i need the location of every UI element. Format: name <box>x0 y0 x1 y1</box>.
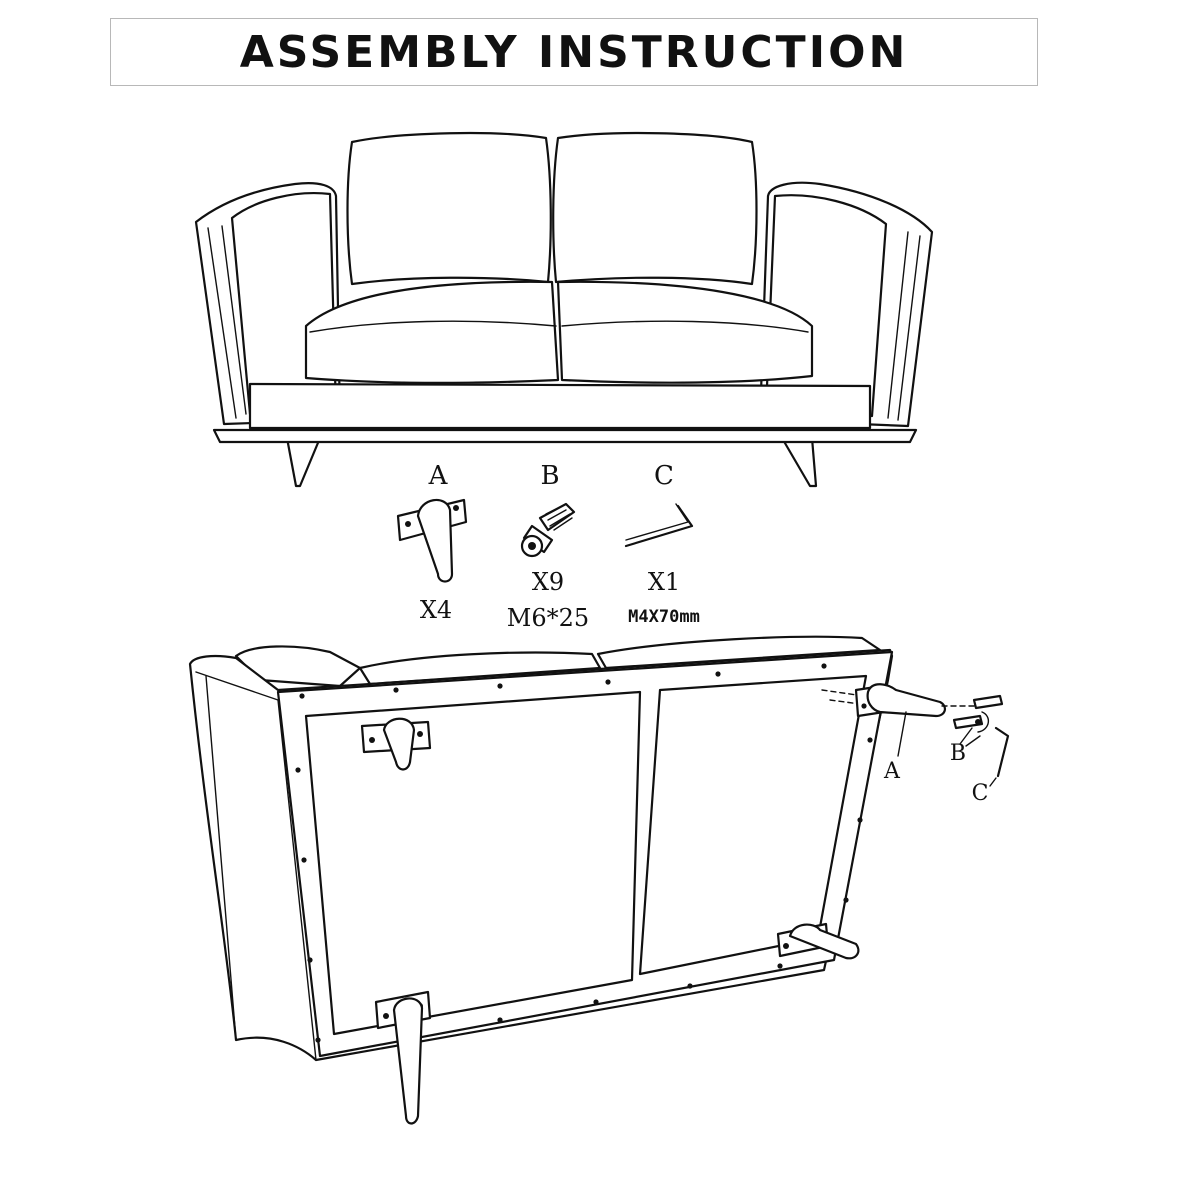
part-a-letter: A <box>428 461 449 491</box>
sofa-leg-right <box>780 436 818 488</box>
part-b-qty: X9 <box>532 568 564 596</box>
callout-a: A <box>883 759 901 784</box>
frame-screw-holes <box>295 663 873 1043</box>
sofa-base-rail <box>212 428 918 444</box>
sofa-front-view <box>194 131 934 488</box>
underside-panel-left <box>304 690 642 1036</box>
sofa-seat-base <box>248 382 872 430</box>
sofa-arm-left-panel <box>230 192 338 416</box>
part-c-spec: M4X70mm <box>628 607 700 627</box>
underside-cushion-right <box>596 635 882 670</box>
sofa-back-cushion-right <box>552 131 758 286</box>
installed-leg-right <box>776 922 860 960</box>
sofa-arm-right-panel <box>764 194 888 418</box>
sofa-leg-left <box>285 436 322 488</box>
title-box: ASSEMBLY INSTRUCTION <box>110 18 1038 86</box>
part-c-letter: C <box>654 461 674 491</box>
parts-list: A X4 B X9 M6*25 C X1 M4X70mm <box>396 461 700 632</box>
callout-c: C <box>972 781 989 806</box>
part-a-qty: X4 <box>420 596 452 624</box>
leg-part-icon <box>396 498 468 583</box>
page-title: ASSEMBLY INSTRUCTION <box>239 26 909 78</box>
exploded-leg-assembly <box>821 683 1010 787</box>
part-c-qty: X1 <box>648 568 680 596</box>
bolt-part-icon <box>520 502 576 558</box>
installed-leg-bottom-left <box>374 990 432 1125</box>
part-b-letter: B <box>540 461 559 491</box>
callout-b: B <box>950 741 966 766</box>
underside-cushion-mid <box>358 651 602 686</box>
installed-leg-top-left <box>360 717 432 771</box>
allen-key-icon <box>624 503 694 548</box>
sofa-seat-cushion-left <box>304 280 560 384</box>
part-b-spec: M6*25 <box>507 604 589 632</box>
sofa-underside-view: A B C <box>188 635 1010 1125</box>
underside-cushion-left <box>234 645 362 688</box>
sofa-back-cushion-left <box>346 131 552 286</box>
sofa-seat-cushion-right <box>556 280 814 384</box>
